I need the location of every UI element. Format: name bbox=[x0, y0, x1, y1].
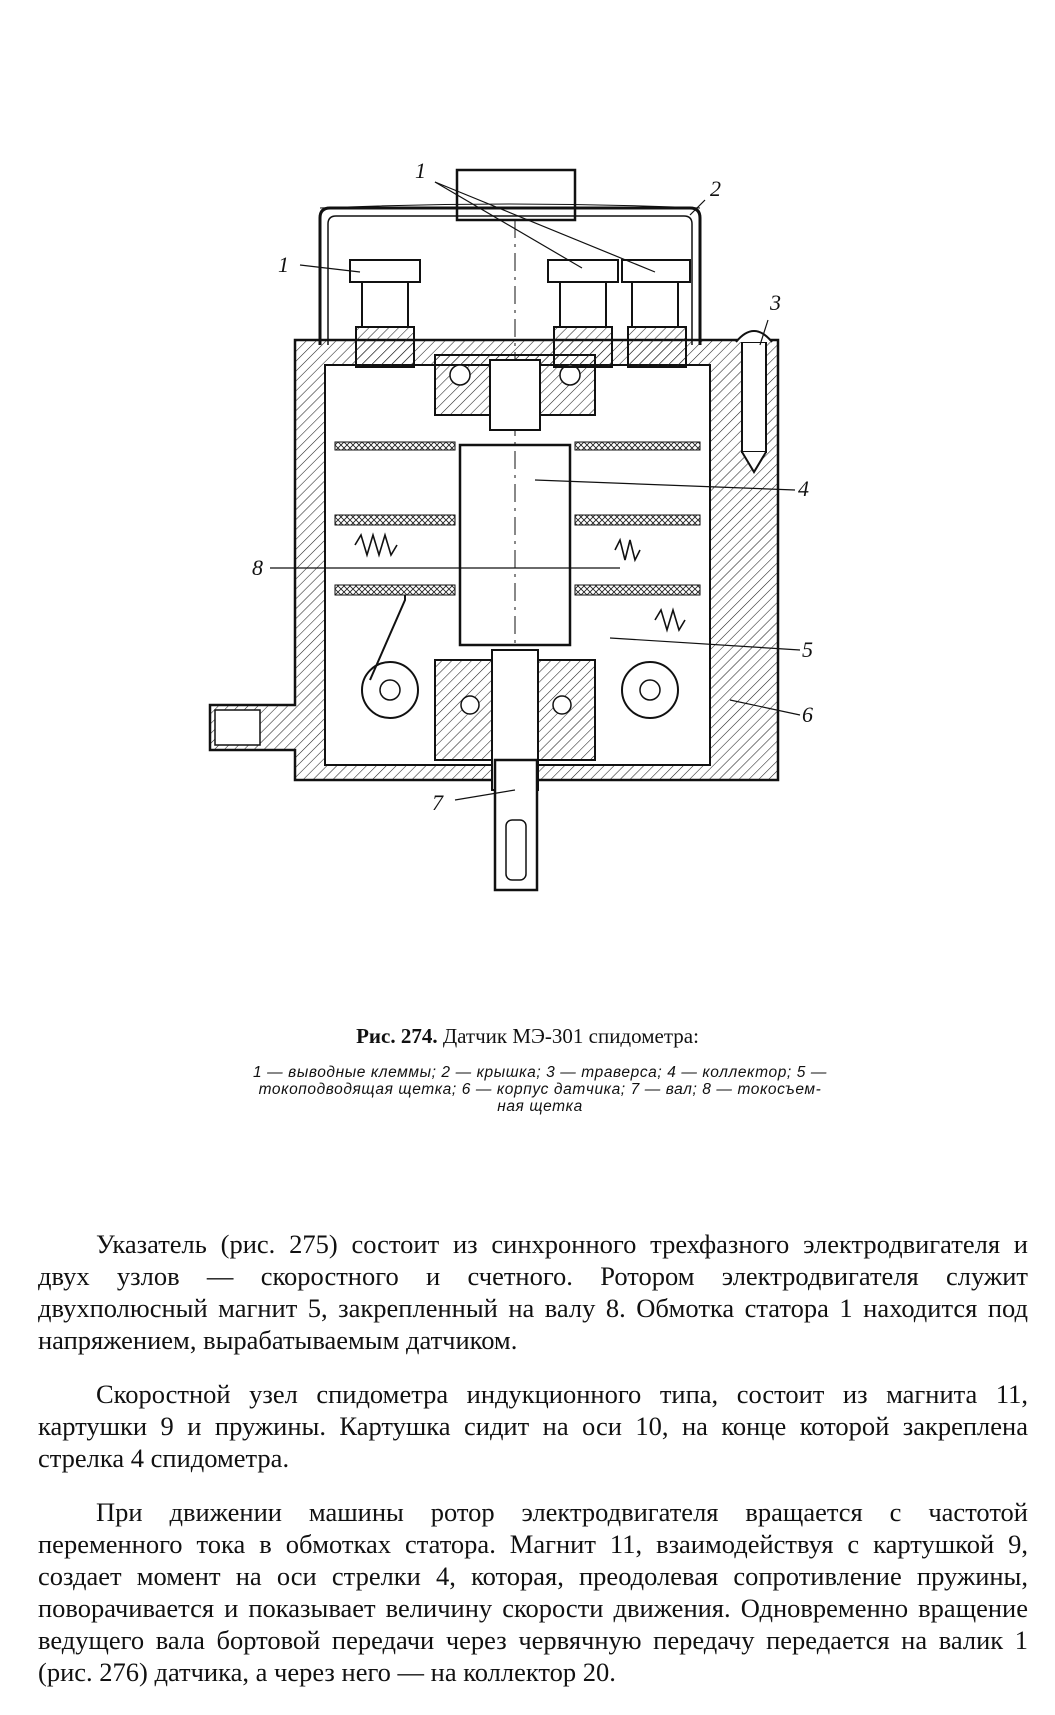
callout-3: 3 bbox=[769, 290, 781, 315]
figure-caption: Рис. 274. Датчик МЭ-301 спидометра: bbox=[0, 1024, 1055, 1049]
figure-title: Датчик МЭ-301 спидометра: bbox=[442, 1024, 699, 1048]
callout-6: 6 bbox=[802, 702, 813, 727]
body-text: Указатель (рис. 275) состоит из синхронн… bbox=[38, 1228, 1028, 1710]
legend-line: 1 — выводные клеммы; 2 — крышка; 3 — тра… bbox=[253, 1064, 827, 1081]
legend-line: ная щетка bbox=[497, 1098, 583, 1115]
paragraph: Указатель (рис. 275) состоит из синхронн… bbox=[38, 1229, 1028, 1355]
callout-8: 8 bbox=[252, 555, 263, 580]
callout-4: 4 bbox=[798, 476, 809, 501]
figure-number: Рис. 274. bbox=[356, 1024, 438, 1048]
callout-5: 5 bbox=[802, 637, 813, 662]
sensor-drawing: 1 1 2 3 4 5 6 7 8 bbox=[208, 158, 813, 892]
figure-274: 1 1 2 3 4 5 6 7 8 bbox=[170, 158, 880, 980]
callout-1-left: 1 bbox=[278, 252, 289, 277]
figure-legend: 1 — выводные клеммы; 2 — крышка; 3 — тра… bbox=[175, 1064, 905, 1115]
callout-7: 7 bbox=[432, 790, 444, 815]
paragraph: При движении машины ротор электродвигате… bbox=[38, 1497, 1028, 1687]
callout-1-top: 1 bbox=[415, 160, 426, 183]
callout-2: 2 bbox=[710, 176, 721, 201]
paragraph: Скоростной узел спидометра индукционного… bbox=[38, 1379, 1028, 1473]
legend-line: токоподводящая щетка; 6 — корпус датчика… bbox=[258, 1081, 822, 1098]
